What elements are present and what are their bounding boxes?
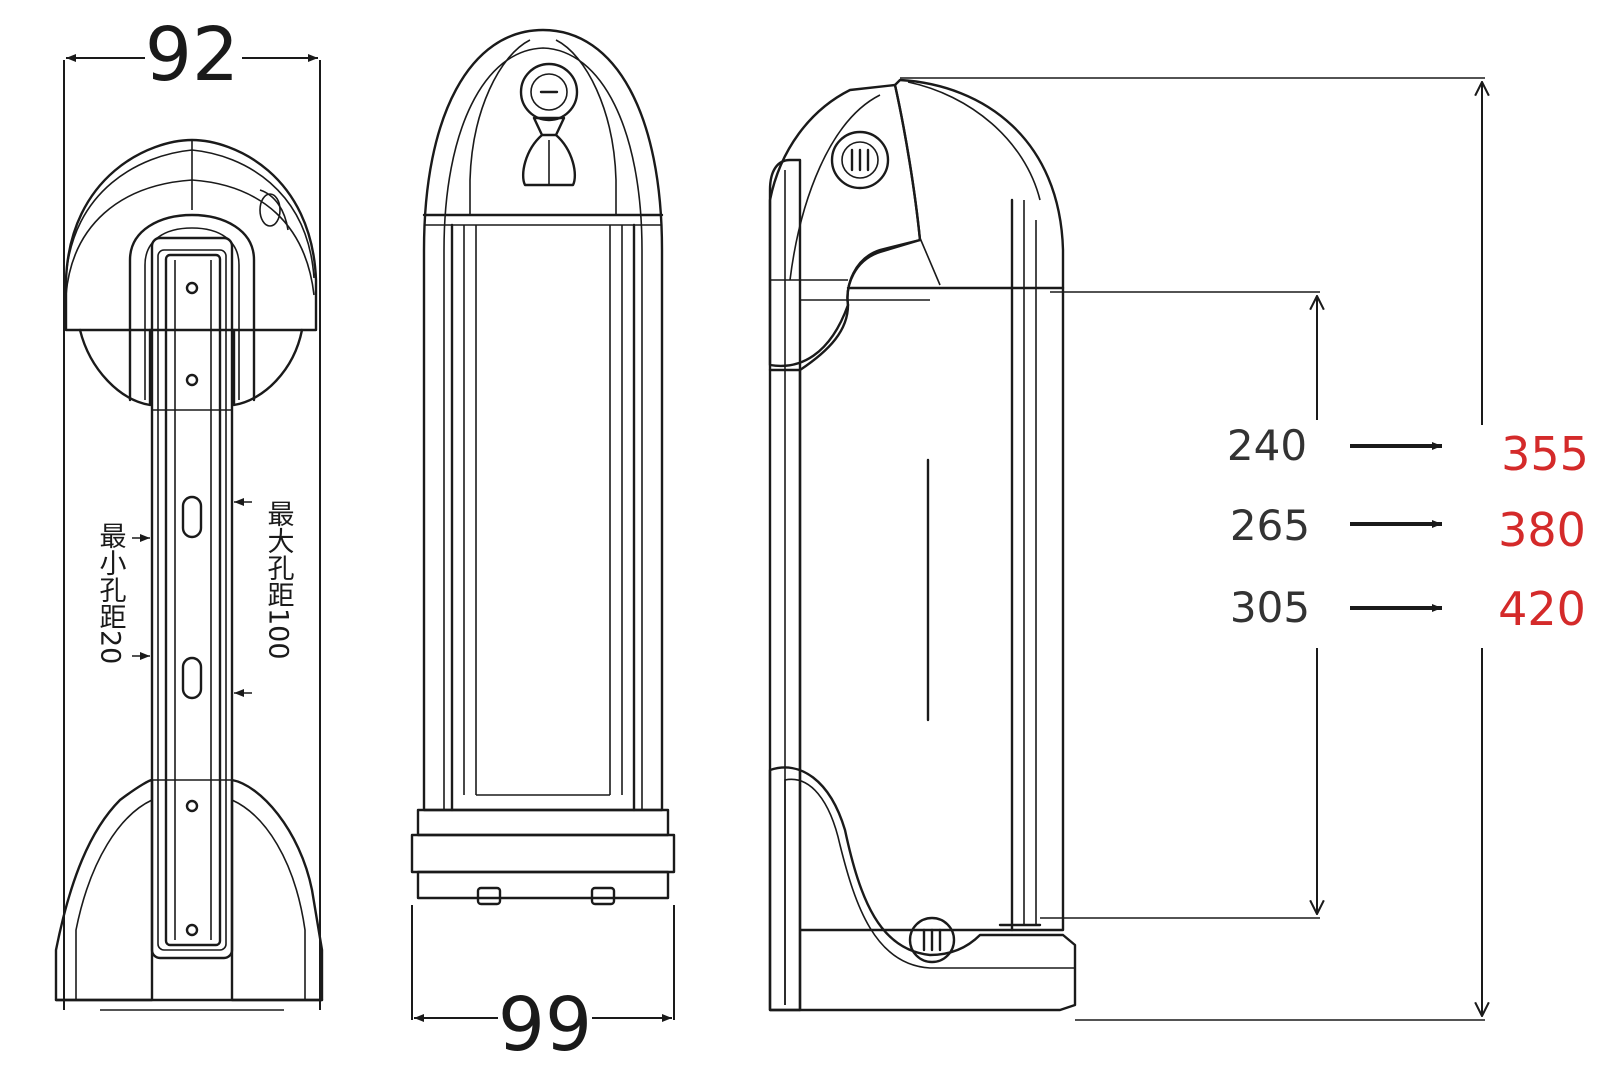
- outer-length-label: 420: [1498, 582, 1586, 636]
- back-width-dimension: 99: [411, 905, 675, 1068]
- front-width-dimension: 92: [63, 12, 321, 1010]
- side-view: 240 355 265 380 305 420: [768, 77, 1589, 1021]
- min-hole-spacing-label: 最小孔距20: [95, 522, 127, 664]
- dimension-row-3: 305 420: [1230, 582, 1586, 636]
- outer-length-label: 355: [1501, 427, 1589, 481]
- inner-length-label: 240: [1227, 421, 1307, 470]
- outer-length-label: 380: [1498, 503, 1586, 557]
- dimension-row-1: 240 355: [1227, 421, 1589, 481]
- inner-length-label: 305: [1230, 583, 1310, 632]
- back-width-label: 99: [498, 982, 592, 1068]
- inner-length-label: 265: [1230, 501, 1310, 550]
- front-view: 92 最小孔距20 最: [54, 12, 324, 1011]
- front-width-label: 92: [145, 12, 239, 98]
- dimension-row-2: 265 380: [1230, 501, 1586, 557]
- back-view: 99: [410, 28, 676, 1068]
- lock-icon: [519, 62, 579, 187]
- max-hole-spacing-label: 最大孔距100: [263, 500, 295, 660]
